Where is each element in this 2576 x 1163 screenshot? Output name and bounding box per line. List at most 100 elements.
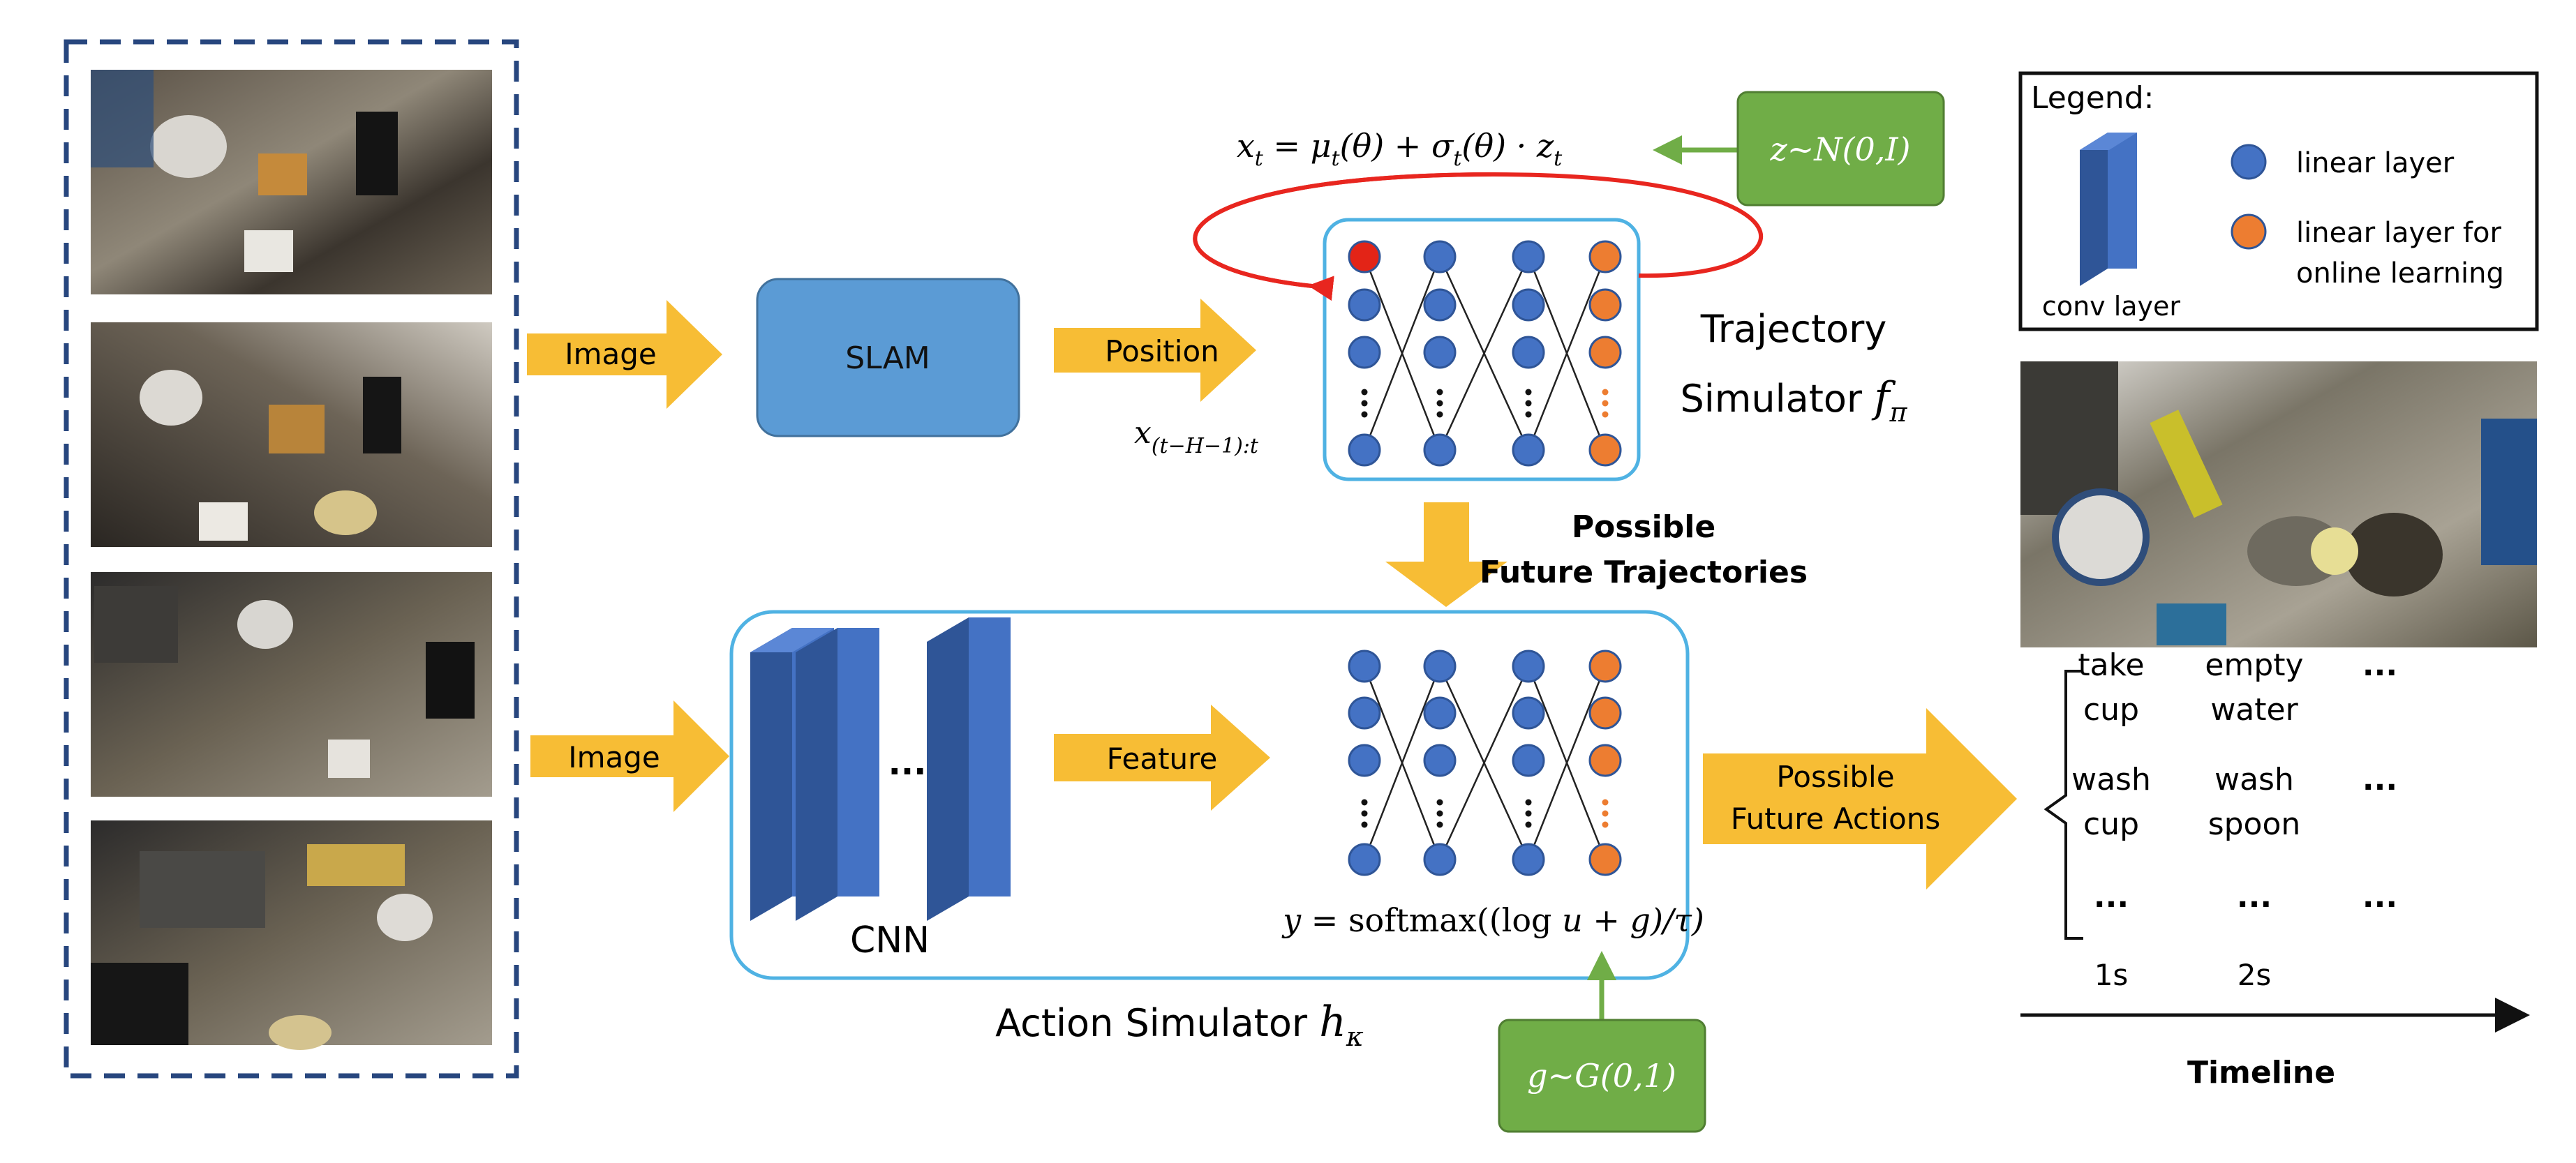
trajectory-net-ellipsis-dot (1436, 389, 1443, 396)
kitchen-frame-2 (91, 322, 492, 547)
trajectory-net-ellipsis-dot (1361, 389, 1368, 396)
action-cell: ... (2362, 879, 2397, 915)
legend-linear-layer-icon (2231, 144, 2267, 180)
action-equation: y = softmax((log u + g)/τ) (1281, 901, 1704, 939)
action-net-linear-node (1348, 696, 1381, 730)
action-net-linear-node (1348, 650, 1381, 683)
noise-g-box: g~G(0,1) (1498, 951, 1706, 1133)
legend-conv-layer-icon (2080, 133, 2137, 286)
arrow-image-bottom-label: Image (568, 740, 660, 774)
time-label-2s: 2s (2238, 958, 2272, 992)
trajectory-net-ellipsis-dot (1525, 389, 1532, 396)
trajectory-net-ellipsis-dot (1602, 389, 1609, 396)
arrow-feature-label: Feature (1107, 742, 1218, 776)
trajectory-net-linear-node (1348, 336, 1381, 369)
arrow-image-bottom: Image (530, 700, 729, 812)
trajectory-net-linear-node (1423, 288, 1457, 322)
action-net-ellipsis-dot (1436, 799, 1443, 806)
legend-linear-layer-label: linear layer (2296, 147, 2455, 179)
trajectory-net-ellipsis-dot (1525, 400, 1532, 407)
input-frames-panel (64, 39, 519, 1079)
conv-layer-2 (796, 628, 879, 921)
trajectory-net-ellipsis-dot (1436, 411, 1443, 418)
action-net-online-node (1588, 744, 1622, 777)
arrow-possible-future-actions: Possible Future Actions (1703, 708, 2017, 890)
noise-z-box: z~N(0,I) (1653, 91, 1945, 207)
trajectory-net-linear-node (1423, 433, 1457, 467)
trajectory-net-linear-node (1348, 240, 1381, 273)
feedback-loop (1193, 172, 1764, 301)
arrow-position: Position (1054, 299, 1256, 402)
action-net-linear-node (1423, 843, 1457, 876)
trajectory-net-linear-node (1512, 240, 1545, 273)
possible-future-trajectories-line1: Possible (1572, 509, 1715, 545)
action-net-online-node (1588, 843, 1622, 876)
time-label-1s: 1s (2094, 958, 2129, 992)
cnn-label: CNN (850, 920, 930, 961)
action-net-ellipsis-dot (1602, 799, 1609, 806)
future-frame-photo (2020, 361, 2537, 647)
action-net-ellipsis-dot (1602, 821, 1609, 828)
trajectory-net-linear-node (1348, 288, 1381, 322)
action-net-linear-node (1512, 696, 1545, 730)
trajectory-net-ellipsis-dot (1361, 400, 1368, 407)
trajectory-net-ellipsis-dot (1602, 400, 1609, 407)
action-net-ellipsis-dot (1436, 810, 1443, 817)
action-cell: ... (2237, 879, 2272, 915)
action-net-ellipsis-dot (1361, 799, 1368, 806)
trajectory-net-ellipsis-dot (1436, 400, 1443, 407)
trajectory-net-linear-node (1423, 240, 1457, 273)
action-net-ellipsis-dot (1361, 821, 1368, 828)
trajectory-history-label: x(t−H−1):t (1134, 415, 1259, 458)
trajectory-title-line2: Simulator fπ (1681, 373, 1908, 428)
action-net-connection (1527, 666, 1607, 860)
possible-future-actions-line1: Possible (1776, 760, 1894, 794)
trajectory-net-linear-node (1348, 433, 1381, 467)
action-net-linear-node (1423, 744, 1457, 777)
trajectory-net-online-node (1588, 336, 1622, 369)
kitchen-frame-3 (91, 572, 492, 797)
noise-g-label: g~G(0,1) (1527, 1057, 1676, 1095)
action-cell: ... (2362, 647, 2397, 683)
action-net-ellipsis-dot (1525, 810, 1532, 817)
trajectory-net-connection (1527, 256, 1607, 451)
trajectory-net-online-node (1588, 288, 1622, 322)
action-cell: ... (2094, 879, 2129, 915)
kitchen-frame-1 (91, 70, 492, 294)
action-net-online-node (1588, 696, 1622, 730)
action-cell: ... (2362, 762, 2397, 797)
action-net-linear-node (1348, 744, 1381, 777)
action-net-linear-node (1423, 696, 1457, 730)
legend-online-layer-icon (2231, 213, 2267, 250)
trajectory-equation: xt = μt(θ) + σt(θ) · zt (1237, 127, 1563, 171)
legend-online-label-line1: linear layer for (2296, 217, 2501, 249)
kitchen-frame-4 (91, 820, 492, 1050)
noise-z-label: z~N(0,I) (1770, 130, 1911, 168)
trajectory-net-linear-node (1512, 336, 1545, 369)
arrow-position-label: Position (1105, 334, 1219, 368)
trajectory-net-linear-node (1512, 433, 1545, 467)
arrow-feature: Feature (1054, 705, 1270, 811)
trajectory-net-linear-node (1423, 336, 1457, 369)
cnn-ellipsis: ... (888, 744, 927, 783)
slam-label: SLAM (845, 340, 930, 376)
possible-future-actions-line2: Future Actions (1731, 802, 1941, 836)
legend-box: Legend: conv layer linear layer linear l… (2018, 71, 2539, 331)
action-net-ellipsis-dot (1525, 821, 1532, 828)
action-net-linear-node (1348, 843, 1381, 876)
trajectory-net-online-node (1588, 240, 1622, 273)
possible-future-trajectories-line2: Future Trajectories (1480, 555, 1808, 590)
action-net-ellipsis-dot (1436, 821, 1443, 828)
legend-online-label-line2: online learning (2296, 257, 2504, 290)
action-net-connection (1438, 666, 1530, 860)
cnn-block: ... CNN (750, 617, 1011, 961)
legend-title: Legend: (2031, 80, 2154, 116)
trajectory-title-line1: Trajectory (1700, 307, 1887, 351)
action-simulator-title: Action Simulator hκ (995, 998, 1364, 1052)
action-simulator-box (729, 610, 1690, 980)
action-net-ellipsis-dot (1602, 810, 1609, 817)
